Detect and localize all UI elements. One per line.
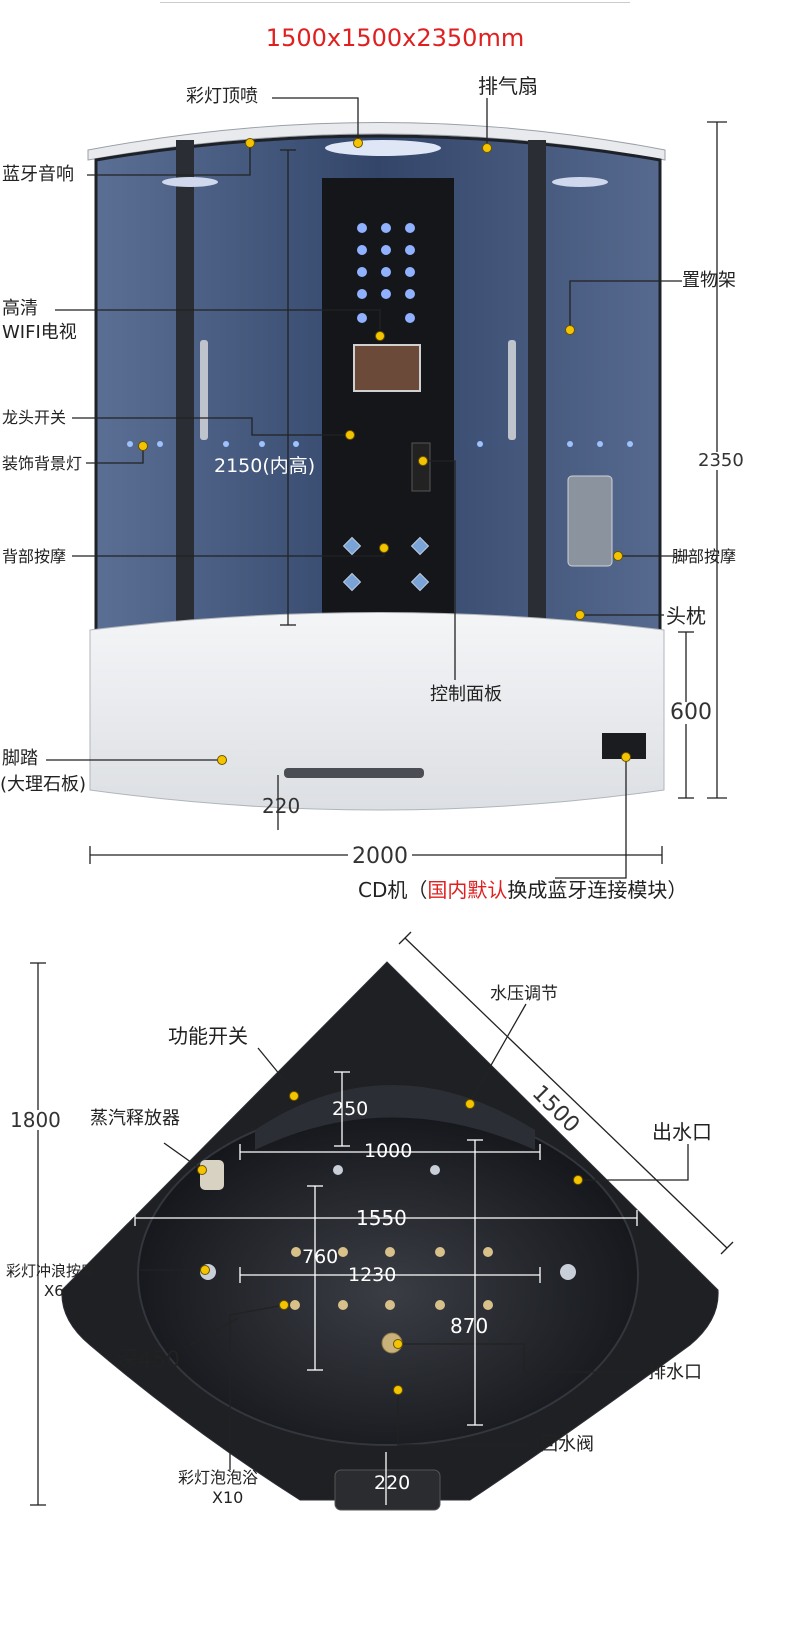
steam-outlet <box>200 1160 224 1190</box>
bottom-dim-lines <box>134 1071 638 1505</box>
bottom-markers <box>197 1091 583 1395</box>
label-shelf: 置物架 <box>682 270 736 291</box>
dim-870: 870 <box>450 1314 489 1338</box>
label-step-2: (大理石板) <box>0 774 87 795</box>
dim-step-height: 220 <box>262 794 301 818</box>
ceiling-light-left <box>162 177 218 187</box>
label-control-panel: 控制面板 <box>430 684 502 705</box>
label-rgb-wave-2: X6 <box>44 1282 64 1300</box>
top-rule <box>160 2 630 3</box>
bottom-leaders <box>30 931 734 1506</box>
dim-width: 2000 <box>348 846 412 868</box>
massage-diamonds <box>342 536 430 592</box>
label-cd-suffix: 换成蓝牙连接模块） <box>507 878 688 902</box>
dim-760: 760 <box>302 1246 339 1268</box>
label-foot-massage: 脚部按摩 <box>672 547 737 566</box>
label-rgb-top-spray: 彩灯顶喷 <box>186 86 258 107</box>
label-depth: 深450 <box>116 1348 180 1373</box>
door-handle-left <box>200 340 208 440</box>
door-handle-right <box>508 340 516 440</box>
label-deco-light: 装饰背景灯 <box>2 454 83 473</box>
dim-total-height: 2350 <box>698 450 744 471</box>
top-markers <box>138 138 631 765</box>
ceiling-light-right <box>552 177 608 187</box>
back-panel <box>322 178 454 618</box>
dim-base-height: 600 <box>670 700 712 725</box>
label-pressure: 水压调节 <box>490 984 558 1004</box>
label-function-switch: 功能开关 <box>168 1024 248 1048</box>
product-size-title: 1500x1500x2350mm <box>265 24 525 52</box>
dim-250: 250 <box>332 1098 369 1120</box>
cabin-base <box>89 612 665 811</box>
frame-post-right <box>528 140 546 640</box>
label-step-1: 脚踏 <box>2 748 38 769</box>
dim-1000: 1000 <box>364 1140 413 1162</box>
label-cd-red: 国内默认 <box>427 878 508 902</box>
label-drain: 排水口 <box>648 1362 702 1383</box>
label-bubble-2: X10 <box>212 1488 244 1507</box>
label-back-massage: 背部按摩 <box>2 547 67 566</box>
deco-lights <box>127 441 633 447</box>
label-rgb-wave-1: 彩灯冲浪按摩 <box>6 1262 97 1280</box>
control-panel-shape <box>411 442 431 492</box>
label-outlet: 出水口 <box>652 1120 712 1144</box>
label-hd-tv-2: WIFI电视 <box>2 322 77 343</box>
back-jets <box>357 223 415 323</box>
label-cd-prefix: CD机（ <box>358 878 428 902</box>
top-leaders <box>46 97 727 879</box>
bubble-jets <box>290 1247 493 1310</box>
label-faucet-switch: 龙头开关 <box>2 408 67 427</box>
foot-massage-box <box>567 475 613 567</box>
step-plate <box>284 768 424 778</box>
label-steam: 蒸汽释放器 <box>90 1108 180 1129</box>
label-cd-player: CD机（国内默认换成蓝牙连接模块） <box>358 878 687 902</box>
ceiling-light-center <box>325 140 441 156</box>
label-return-valve: 回水阀 <box>540 1434 594 1455</box>
dim-1230: 1230 <box>348 1264 397 1286</box>
tub-headrest <box>255 1085 535 1150</box>
label-bubble-1: 彩灯泡泡浴 <box>178 1468 259 1487</box>
frame-post-left <box>176 140 194 640</box>
dim-1550: 1550 <box>356 1206 407 1230</box>
label-pillow: 头枕 <box>666 604 706 628</box>
label-exhaust-fan: 排气扇 <box>478 74 538 98</box>
cabin-roof <box>87 122 666 161</box>
label-hd-tv-1: 高清 <box>2 298 38 319</box>
label-bt-speaker: 蓝牙音响 <box>2 164 74 185</box>
dim-inner-height: 2150(内高) <box>214 455 316 477</box>
dim-tub-height: 1800 <box>10 1108 61 1132</box>
dim-220-bottom: 220 <box>374 1472 411 1494</box>
tub-step <box>334 1469 441 1511</box>
tv-screen <box>353 344 421 392</box>
